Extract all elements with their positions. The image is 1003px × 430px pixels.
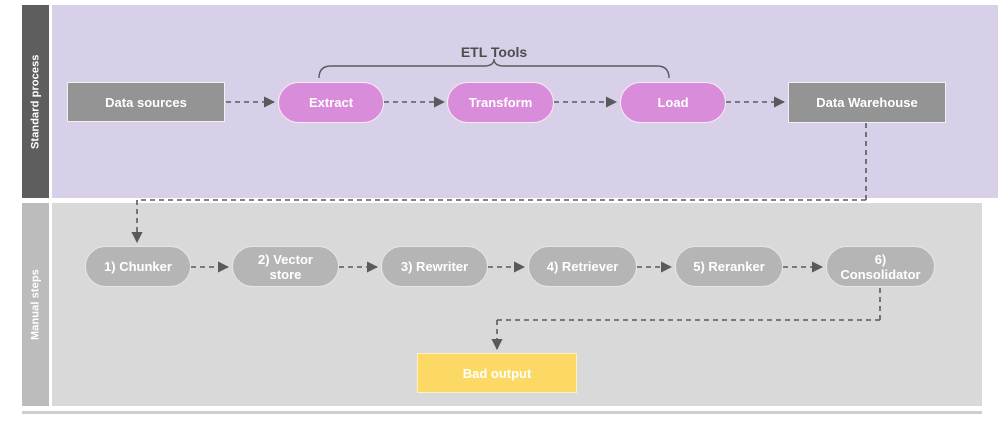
lane-label-manual-steps: Manual steps [22, 203, 49, 406]
node-reranker-label: 5) Reranker [693, 259, 765, 274]
node-chunker[interactable]: 1) Chunker [85, 246, 191, 287]
node-load[interactable]: Load [620, 82, 726, 123]
node-consolidator-label: 6)Consolidator [840, 251, 921, 282]
node-rewriter[interactable]: 3) Rewriter [381, 246, 488, 287]
node-extract[interactable]: Extract [278, 82, 384, 123]
node-retriever[interactable]: 4) Retriever [528, 246, 637, 287]
node-data-sources[interactable]: Data sources [67, 82, 225, 122]
node-extract-label: Extract [308, 95, 354, 110]
node-data-warehouse[interactable]: Data Warehouse [788, 82, 946, 123]
lane-label-standard-process: Standard process [22, 5, 49, 198]
node-bad-output[interactable]: Bad output [417, 353, 577, 393]
node-bad-output-label: Bad output [462, 365, 532, 381]
etl-tools-label: ETL Tools [460, 44, 528, 60]
node-load-label: Load [657, 95, 689, 110]
node-consolidator[interactable]: 6)Consolidator [826, 246, 935, 287]
node-reranker[interactable]: 5) Reranker [675, 246, 783, 287]
node-data-sources-label: Data sources [105, 94, 187, 110]
bottom-divider [22, 411, 982, 414]
node-transform[interactable]: Transform [447, 82, 554, 123]
node-data-warehouse-label: Data Warehouse [816, 95, 918, 110]
node-chunker-label: 1) Chunker [104, 259, 172, 274]
node-retriever-label: 4) Retriever [546, 259, 619, 274]
node-transform-label: Transform [468, 95, 533, 110]
node-rewriter-label: 3) Rewriter [400, 259, 469, 274]
